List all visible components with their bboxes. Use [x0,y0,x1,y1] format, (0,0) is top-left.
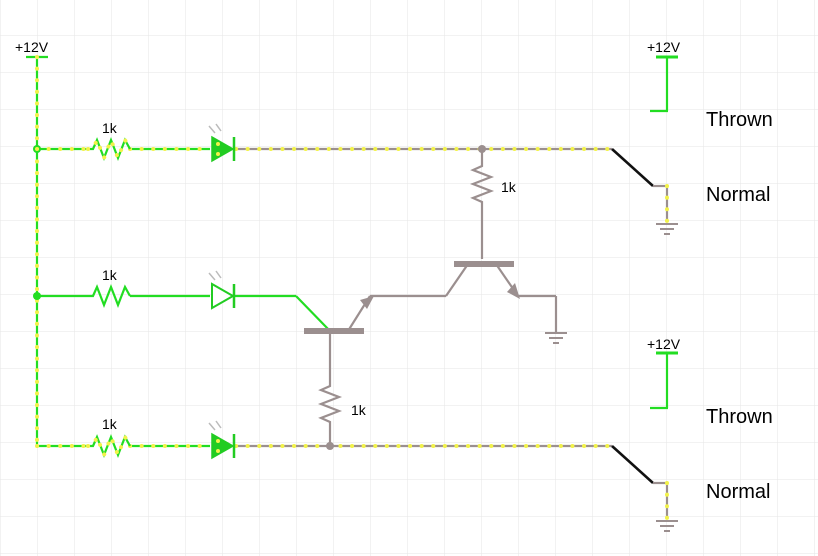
switch-bottom-thrown-contact [650,351,678,410]
switch-top[interactable] [611,148,669,224]
switch-top-normal-label: Normal [706,184,770,206]
transistor-q1[interactable] [304,294,446,383]
resistor-r3-label: 1k [102,416,118,432]
resistor-r1-label: 1k [102,120,118,136]
resistor-r2[interactable] [88,283,131,309]
supply-label: +12V [15,39,49,55]
resistor-r3[interactable] [86,431,132,461]
resistor-r4[interactable] [469,149,495,259]
row-middle-wires[interactable] [37,294,331,332]
switch-bottom-normal-label: Normal [706,481,770,503]
switch-top-thrown-label: Thrown [706,109,773,131]
resistor-r2-label: 1k [102,267,118,283]
transistor-q2[interactable] [445,261,558,333]
led-1[interactable] [208,123,236,163]
ground-top-switch [656,223,678,235]
switch-top-supply-label: +12V [647,39,681,55]
resistor-r1[interactable] [86,134,132,164]
ground-bottom-switch [656,520,678,532]
switch-top-thrown-contact [650,55,678,113]
led-2[interactable] [208,270,236,310]
led-3[interactable] [208,420,236,460]
switch-bottom-thrown-label: Thrown [706,406,773,428]
resistor-r4-label: 1k [501,179,517,195]
ground-q2 [545,332,567,344]
switch-bottom[interactable] [611,445,669,521]
switch-bottom-supply-label: +12V [647,336,681,352]
supply-rail[interactable] [26,55,48,448]
junction-bottom [326,442,334,450]
resistor-r5-label: 1k [351,402,367,418]
